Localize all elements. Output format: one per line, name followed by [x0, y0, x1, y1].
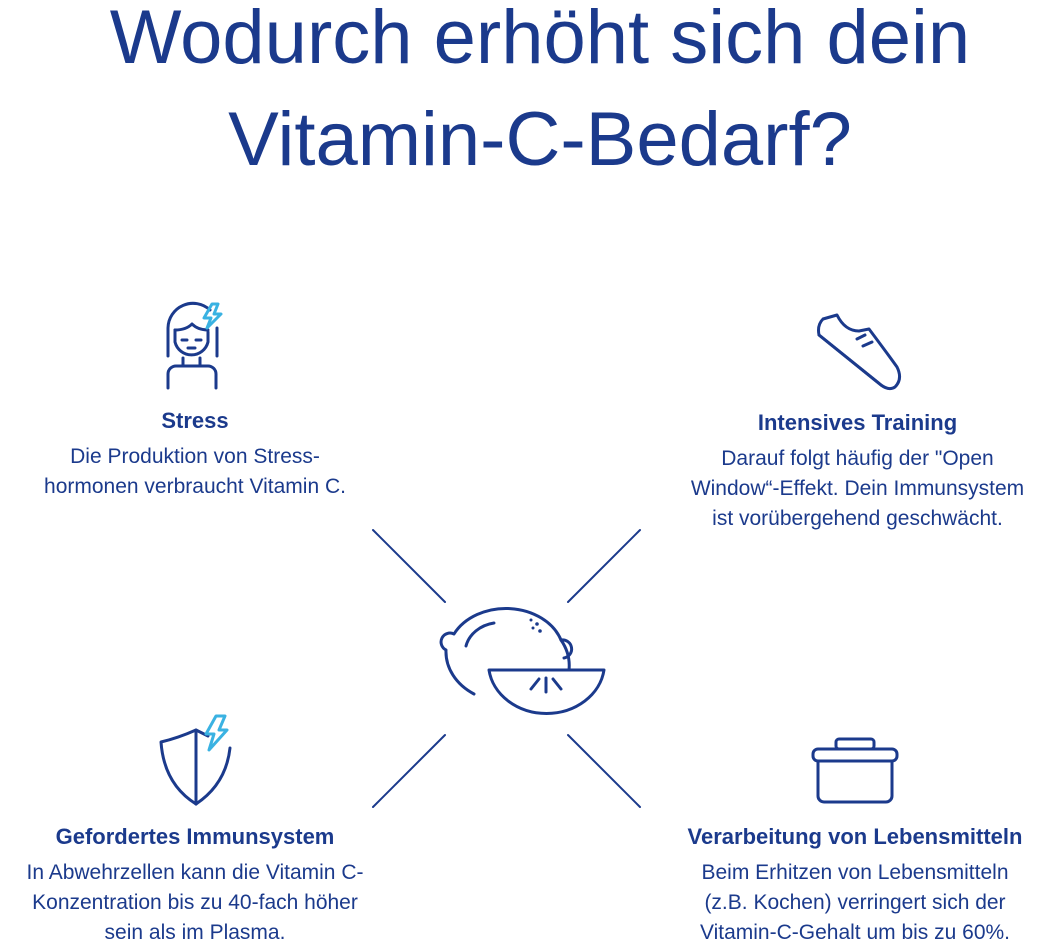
connector-line: [567, 734, 641, 808]
factor-immune-system: Gefordertes Immunsystem In Abwehrzellen …: [0, 822, 400, 944]
factor-heading: Gefordertes Immunsystem: [55, 824, 335, 849]
factor-text-line: Darauf folgt häufig der "Open: [721, 447, 994, 470]
lemon-icon: [439, 606, 606, 715]
running-shoe-icon: [817, 313, 902, 391]
factor-text-line: Konzentration bis zu 40-fach höher: [32, 891, 358, 914]
stressed-person-icon: [166, 301, 223, 390]
factor-heading: Intensives Training: [757, 410, 958, 435]
connector-line: [372, 734, 446, 808]
shield-lightning-icon: [159, 714, 232, 806]
factor-text-line: Die Produktion von Stress-: [70, 445, 320, 468]
factor-training: Intensives Training Darauf folgt häufig …: [655, 408, 1051, 534]
factor-food-processing: Verarbeitung von Lebensmitteln Beim Erhi…: [655, 822, 1051, 944]
factor-text-line: (z.B. Kochen) verringert sich der: [704, 891, 1006, 914]
title-line-2: Vitamin-C-Bedarf?: [228, 97, 852, 182]
title-line-1: Wodurch erhöht sich dein: [109, 0, 971, 80]
factor-heading: Verarbeitung von Lebensmitteln: [687, 824, 1023, 849]
factor-stress: Stress Die Produktion von Stress-hormone…: [0, 406, 390, 502]
connector-line: [567, 529, 641, 603]
factor-text-line: Window“-Effekt. Dein Immunsystem: [690, 477, 1025, 500]
factor-text-line: sein als im Plasma.: [104, 921, 286, 944]
factor-heading: Stress: [161, 408, 229, 433]
factor-text-line: ist vorübergehend geschwächt.: [712, 507, 1003, 530]
factor-text-line: hormonen verbraucht Vitamin C.: [44, 475, 346, 498]
cooking-pot-icon: [811, 737, 899, 804]
connector-line: [372, 529, 446, 603]
factor-text-line: Vitamin-C-Gehalt um bis zu 60%.: [699, 921, 1011, 944]
factor-text-line: Beim Erhitzen von Lebensmitteln: [701, 861, 1009, 884]
factor-text-line: In Abwehrzellen kann die Vitamin C-: [26, 861, 364, 884]
